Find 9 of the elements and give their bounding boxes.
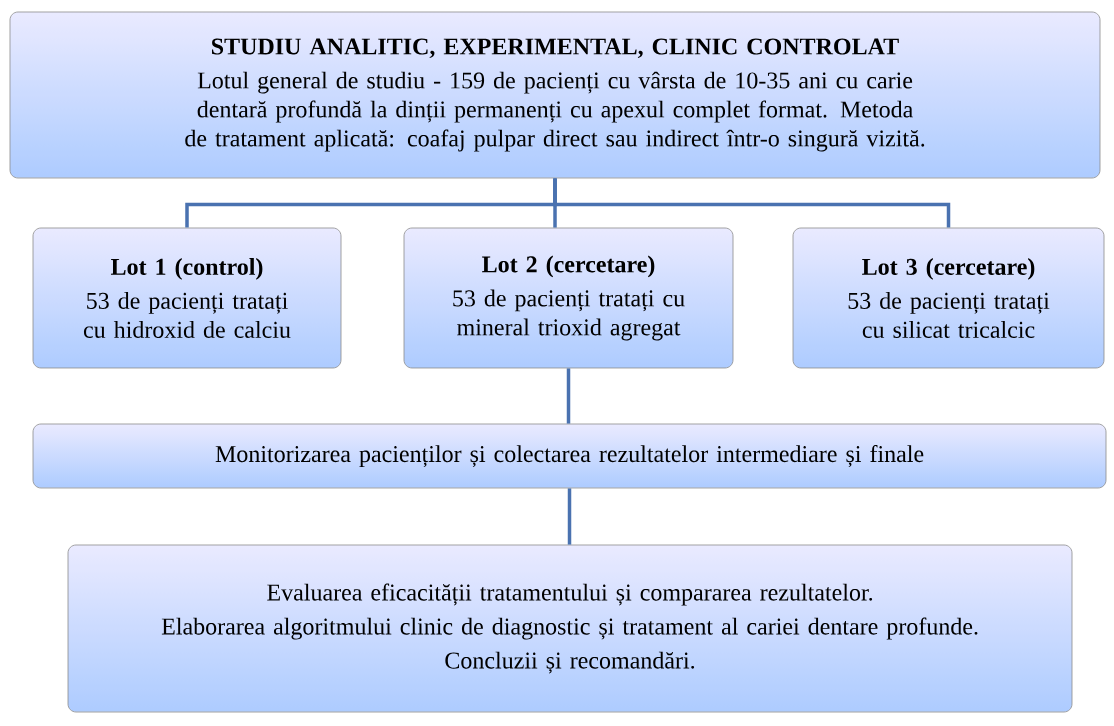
connector-line bbox=[553, 178, 951, 228]
connector-line bbox=[566, 368, 571, 424]
process-box: Monitorizarea pacienților și colectarea rezultatelor intermediare și finale bbox=[32, 423, 1107, 489]
process-box: Lot 2 (cercetare) 53 de pacienți tratați cu mineral trioxid agregat bbox=[403, 227, 734, 369]
process-box: Evaluarea eficacității tratamentului și compararea rezultatelor. Elaborarea algoritmului clinic de diagnostic și tratament al cariei dentare profunde. Concluzii și recomandări. bbox=[67, 544, 1073, 713]
process-box: Lot 3 (cercetare) 53 de pacienți tratați cu silicat tricalcic bbox=[792, 227, 1105, 369]
process-box: STUDIU ANALITIC, EXPERIMENTAL, CLINIC CONTROLAT Lotul general de studiu - 159 de pacienți cu vârsta de 10-35 ani cu carie dentară profundă la dinții permanenți cu apexul complet format. Metoda de tratament aplicată: coafaj pulpar direct sau indirect într-o singură vizită. bbox=[9, 11, 1101, 179]
process-box: Lot 1 (control) 53 de pacienți tratați cu hidroxid de calciu bbox=[32, 227, 342, 369]
connector-line bbox=[567, 488, 572, 545]
